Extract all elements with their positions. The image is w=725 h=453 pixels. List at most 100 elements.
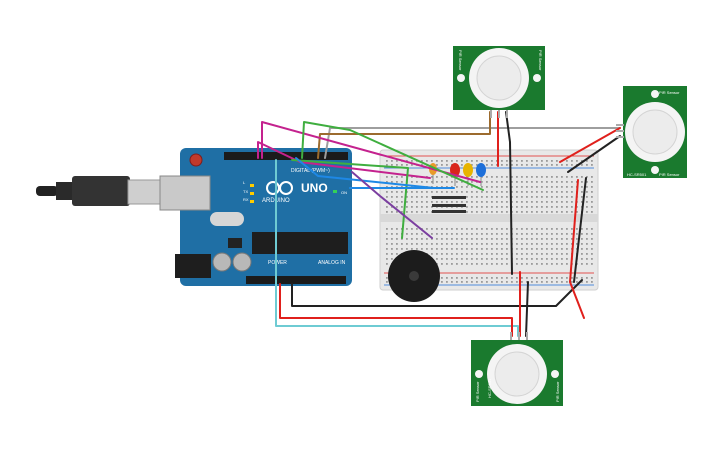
breadboard-hole xyxy=(476,164,478,166)
rx-label: RX xyxy=(243,197,249,202)
breadboard-hole xyxy=(531,191,533,193)
breadboard-hole xyxy=(471,228,473,230)
breadboard-hole xyxy=(491,248,493,250)
breadboard-hole xyxy=(526,277,528,279)
breadboard-hole xyxy=(406,243,408,245)
breadboard-hole xyxy=(491,196,493,198)
breadboard-hole xyxy=(406,238,408,240)
breadboard-hole xyxy=(471,176,473,178)
breadboard-hole xyxy=(396,243,398,245)
breadboard-hole xyxy=(511,176,513,178)
breadboard-hole xyxy=(491,233,493,235)
breadboard-hole xyxy=(401,243,403,245)
breadboard-hole xyxy=(591,238,593,240)
breadboard-hole xyxy=(436,238,438,240)
breadboard-holes xyxy=(386,160,593,283)
breadboard-hole xyxy=(501,248,503,250)
breadboard-hole xyxy=(481,281,483,283)
breadboard-hole xyxy=(421,238,423,240)
breadboard-hole xyxy=(536,228,538,230)
breadboard-hole xyxy=(476,196,478,198)
breadboard-hole xyxy=(476,258,478,260)
breadboard-hole xyxy=(441,176,443,178)
breadboard-hole xyxy=(476,233,478,235)
breadboard-hole xyxy=(501,160,503,162)
breadboard-hole xyxy=(466,228,468,230)
breadboard-hole xyxy=(586,211,588,213)
breadboard-hole xyxy=(506,248,508,250)
breadboard-hole xyxy=(451,281,453,283)
breadboard-hole xyxy=(566,258,568,260)
breadboard-hole xyxy=(516,191,518,193)
breadboard-hole xyxy=(566,228,568,230)
breadboard-hole xyxy=(456,277,458,279)
breadboard-hole xyxy=(531,281,533,283)
breadboard-hole xyxy=(406,206,408,208)
breadboard-hole xyxy=(581,281,583,283)
breadboard-hole xyxy=(521,186,523,188)
breadboard-hole xyxy=(561,164,563,166)
breadboard-hole xyxy=(576,228,578,230)
breadboard-hole xyxy=(556,186,558,188)
breadboard-hole xyxy=(501,263,503,265)
breadboard-hole xyxy=(531,206,533,208)
breadboard-hole xyxy=(471,277,473,279)
breadboard-hole xyxy=(476,201,478,203)
breadboard-hole xyxy=(581,228,583,230)
breadboard-hole xyxy=(581,258,583,260)
breadboard-hole xyxy=(441,160,443,162)
wire-red-right-sensor xyxy=(559,127,621,163)
breadboard-hole xyxy=(411,201,413,203)
breadboard-hole xyxy=(566,233,568,235)
breadboard-hole xyxy=(396,176,398,178)
breadboard-hole xyxy=(461,186,463,188)
breadboard-hole xyxy=(551,196,553,198)
breadboard-hole xyxy=(411,228,413,230)
breadboard-hole xyxy=(486,228,488,230)
pir-sensor-top: HC-SR501 PIR Sensor PIR Sensor xyxy=(453,18,545,110)
breadboard-hole xyxy=(556,211,558,213)
breadboard-hole xyxy=(556,176,558,178)
breadboard-hole xyxy=(436,201,438,203)
breadboard-hole xyxy=(531,211,533,213)
breadboard-hole xyxy=(421,248,423,250)
breadboard-hole xyxy=(456,248,458,250)
breadboard-hole xyxy=(536,206,538,208)
breadboard-hole xyxy=(526,281,528,283)
breadboard-hole xyxy=(586,277,588,279)
breadboard-hole xyxy=(571,281,573,283)
breadboard-hole xyxy=(491,258,493,260)
breadboard-hole xyxy=(576,233,578,235)
breadboard-hole xyxy=(571,160,573,162)
resistors xyxy=(432,196,466,213)
breadboard-hole xyxy=(586,253,588,255)
breadboard-hole xyxy=(456,186,458,188)
breadboard-hole xyxy=(431,196,433,198)
breadboard-hole xyxy=(496,238,498,240)
breadboard-hole xyxy=(386,258,388,260)
breadboard-hole xyxy=(471,181,473,183)
breadboard-hole xyxy=(461,164,463,166)
breadboard-hole xyxy=(521,206,523,208)
breadboard-hole xyxy=(571,238,573,240)
breadboard-hole xyxy=(546,186,548,188)
breadboard-hole xyxy=(536,243,538,245)
breadboard-hole xyxy=(511,196,513,198)
breadboard-hole xyxy=(486,186,488,188)
breadboard-hole xyxy=(556,196,558,198)
breadboard-hole xyxy=(586,201,588,203)
breadboard-hole xyxy=(451,181,453,183)
breadboard-hole xyxy=(486,211,488,213)
pir-bottom-pins xyxy=(510,332,528,340)
breadboard-hole xyxy=(556,201,558,203)
breadboard-hole xyxy=(581,160,583,162)
breadboard-hole xyxy=(511,164,513,166)
breadboard-hole xyxy=(496,201,498,203)
breadboard-hole xyxy=(581,176,583,178)
breadboard-hole xyxy=(411,243,413,245)
breadboard-hole xyxy=(556,181,558,183)
breadboard-hole xyxy=(481,206,483,208)
breadboard-hole xyxy=(591,164,593,166)
breadboard-hole xyxy=(441,258,443,260)
breadboard-hole xyxy=(496,196,498,198)
